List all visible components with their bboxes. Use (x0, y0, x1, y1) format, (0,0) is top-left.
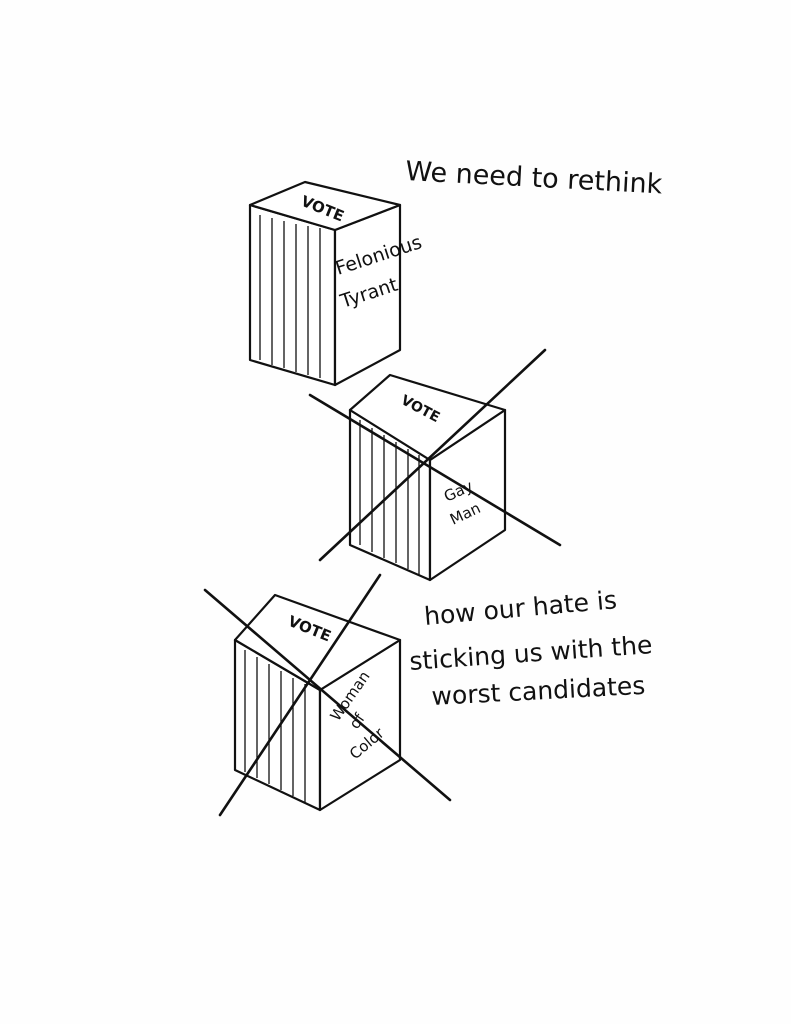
cross-out-line (308, 393, 562, 547)
voting-booth-woman-of-color: VOTE Woman of Color (203, 573, 452, 817)
cross-out-line (203, 588, 452, 802)
voting-booth-gay-man: VOTE Gay Man (308, 348, 562, 582)
voting-booth-felonious-tyrant: VOTE Felonious Tyrant (248, 180, 425, 387)
cross-out-line (218, 573, 382, 817)
caption-bottom-line: worst candidates (431, 671, 646, 711)
caption-top: We need to rethink (405, 156, 664, 200)
cross-out-line (318, 348, 547, 562)
caption-bottom-line: how our hate is (423, 585, 618, 631)
caption-bottom-line: sticking us with the (408, 630, 653, 676)
